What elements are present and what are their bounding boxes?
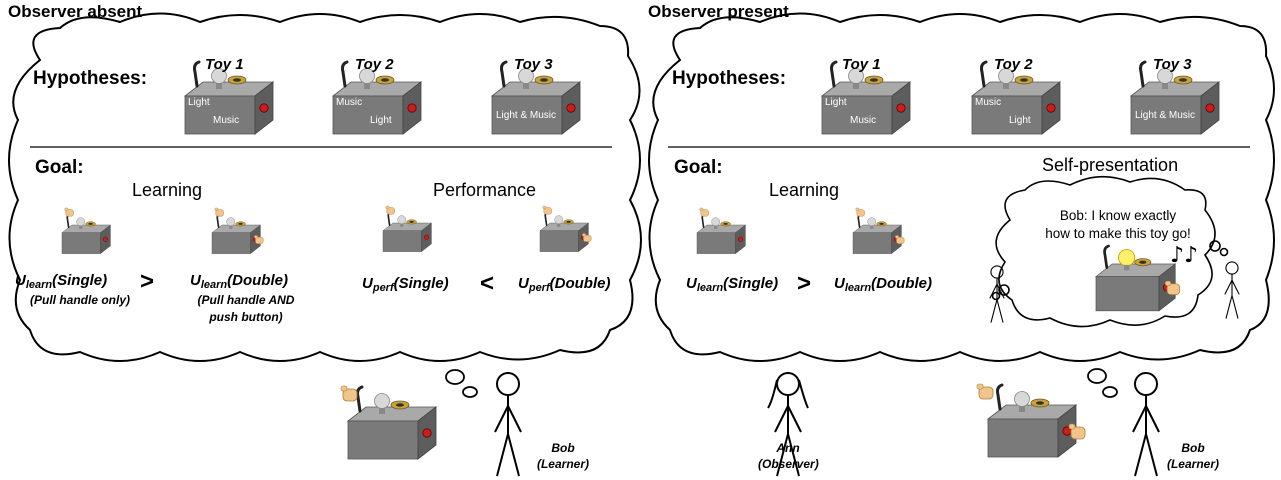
toy-bob-left [340,385,438,461]
self-presentation-title: Self-presentation [1042,155,1179,175]
hypotheses-label-right: Hypotheses: [672,68,787,89]
thought-bubbles [445,368,1118,398]
small-ann [989,265,1005,324]
small-bob [1224,261,1240,320]
stick-bob-right [1132,372,1160,477]
toy-learn-double-right [852,207,905,255]
u-learn-single-left: Ulearn(Single) [15,272,108,291]
toy-learn-single-right [696,207,747,255]
toy-2-label-right: Toy 2 [994,56,1033,73]
performance-title: Performance [433,180,537,200]
toy-lit [1094,244,1181,313]
toy-2-left-label: Music [336,97,363,108]
toy-1-left-label: Light [188,97,210,108]
u-learn-double-left: Ulearn(Double) [190,272,288,291]
toy-1-right-label: Music [213,115,240,126]
cmp-perf: < [480,270,495,297]
bob-label-right: Bob(Learner) [1166,441,1219,471]
toy-3-label-left: Toy 3 [514,56,553,73]
toy-1-label-left: Toy 1 [205,56,244,73]
toy-2-right-label-r: Light [1009,115,1031,126]
note-pull-handle-only: (Pull handle only) [30,293,131,307]
toy-perf-single [382,205,433,253]
panel-title-right: Observer present [648,2,789,21]
toy-1-right-label-r: Music [850,115,877,126]
toy-2-right-label: Light [370,115,392,126]
left-thought-cloud [8,12,642,362]
toy-2-label-left: Toy 2 [355,56,394,73]
u-learn-double-right: Ulearn(Double) [834,275,932,294]
bob-label-left: Bob(Learner) [536,441,589,471]
u-perf-single: Uperf(Single) [362,275,449,294]
goal-label-left: Goal: [35,157,84,178]
right-thought-cloud [648,12,1275,362]
hypotheses-label-left: Hypotheses: [33,68,148,89]
toy-bob-right [976,383,1086,459]
stick-ann [767,372,809,477]
music-note-icon: ♪♪ [1170,243,1198,268]
toy-3-right-label-r: Light & Music [1135,110,1196,121]
toy-3-right-label: Light & Music [496,110,557,121]
toy-learn-single-left [61,207,112,255]
self-presentation-cloud [991,175,1229,328]
goal-label-right: Goal: [674,157,723,178]
toy-learn-double-left [211,207,264,255]
ann-label: Ann(Observer) [758,441,819,471]
panel-title-left: Observer absent [8,2,143,21]
note-pull-and-push: (Pull handle AND push button) [197,293,295,324]
toy-2-left-label-r: Music [975,97,1002,108]
stick-bob-left [494,372,522,477]
toy-3-label-right: Toy 3 [1153,56,1192,73]
toy-perf-double [539,205,592,253]
learning-title-right: Learning [769,180,840,200]
learning-title-left: Learning [132,180,203,200]
toy-1-label-right: Toy 1 [842,56,881,73]
u-perf-double: Uperf(Double) [518,275,611,294]
u-learn-single-right: Ulearn(Single) [686,275,779,294]
toy-1-left-label-r: Light [825,97,847,108]
cmp-learn-right: > [797,270,812,297]
cmp-learn-left: > [140,268,155,295]
